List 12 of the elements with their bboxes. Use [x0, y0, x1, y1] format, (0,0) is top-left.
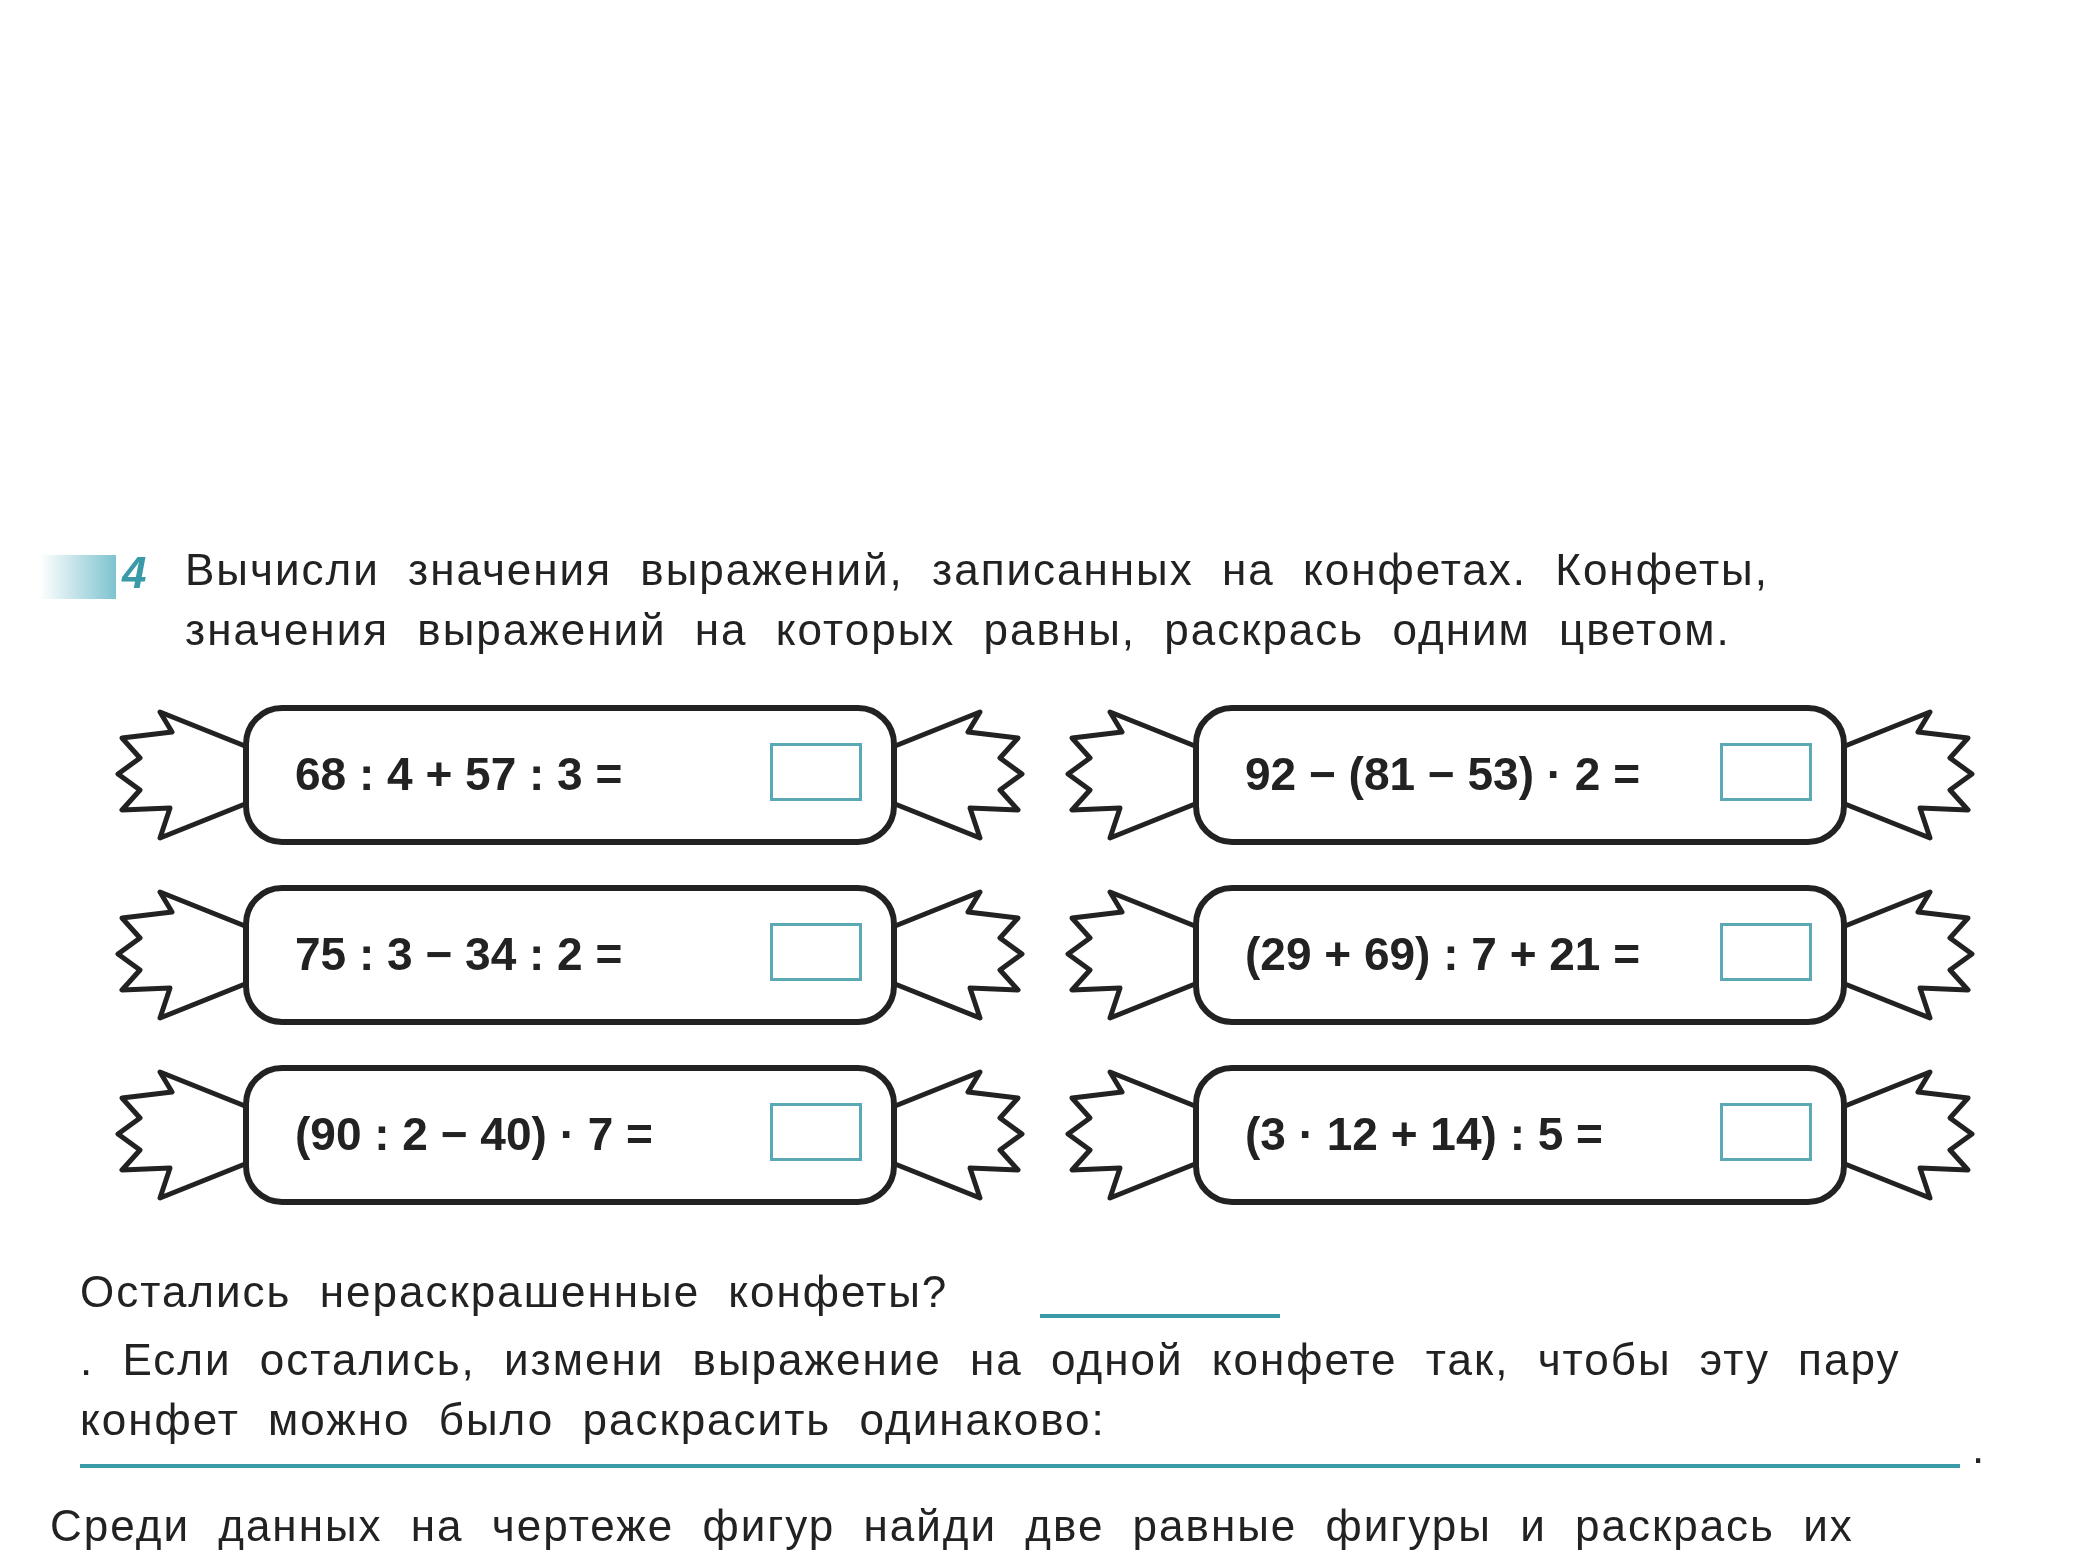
- math-expression: 92 − (81 − 53) · 2 =: [1245, 747, 1641, 801]
- question-text: Остались нераскрашенные конфеты?: [80, 1266, 949, 1318]
- math-expression: 68 : 4 + 57 : 3 =: [295, 747, 623, 801]
- math-expression: (90 : 2 − 40) · 7 =: [295, 1107, 653, 1161]
- instruction-text: . Если остались, измени выражение на одной конфете так, чтобы эту пару конфет можно было раскрасить одинаково:: [80, 1334, 1902, 1446]
- next-exercise-text: Среди данных на чертеже фигур найди две равные фигуры и раскрась их: [50, 1500, 1854, 1552]
- punctuation-mark: .: [1972, 1422, 1987, 1474]
- instruction-text: Вычисли значения выражений, записанных на конфетах. Конфеты, значения выражений на которых равны, раскрась одним цветом.: [185, 544, 1770, 656]
- exercise-number: 4: [122, 548, 147, 598]
- math-expression: (3 · 12 + 14) : 5 =: [1245, 1107, 1603, 1161]
- math-expression: (29 + 69) : 7 + 21 =: [1245, 927, 1641, 981]
- math-expression: 75 : 3 − 34 : 2 =: [295, 927, 623, 981]
